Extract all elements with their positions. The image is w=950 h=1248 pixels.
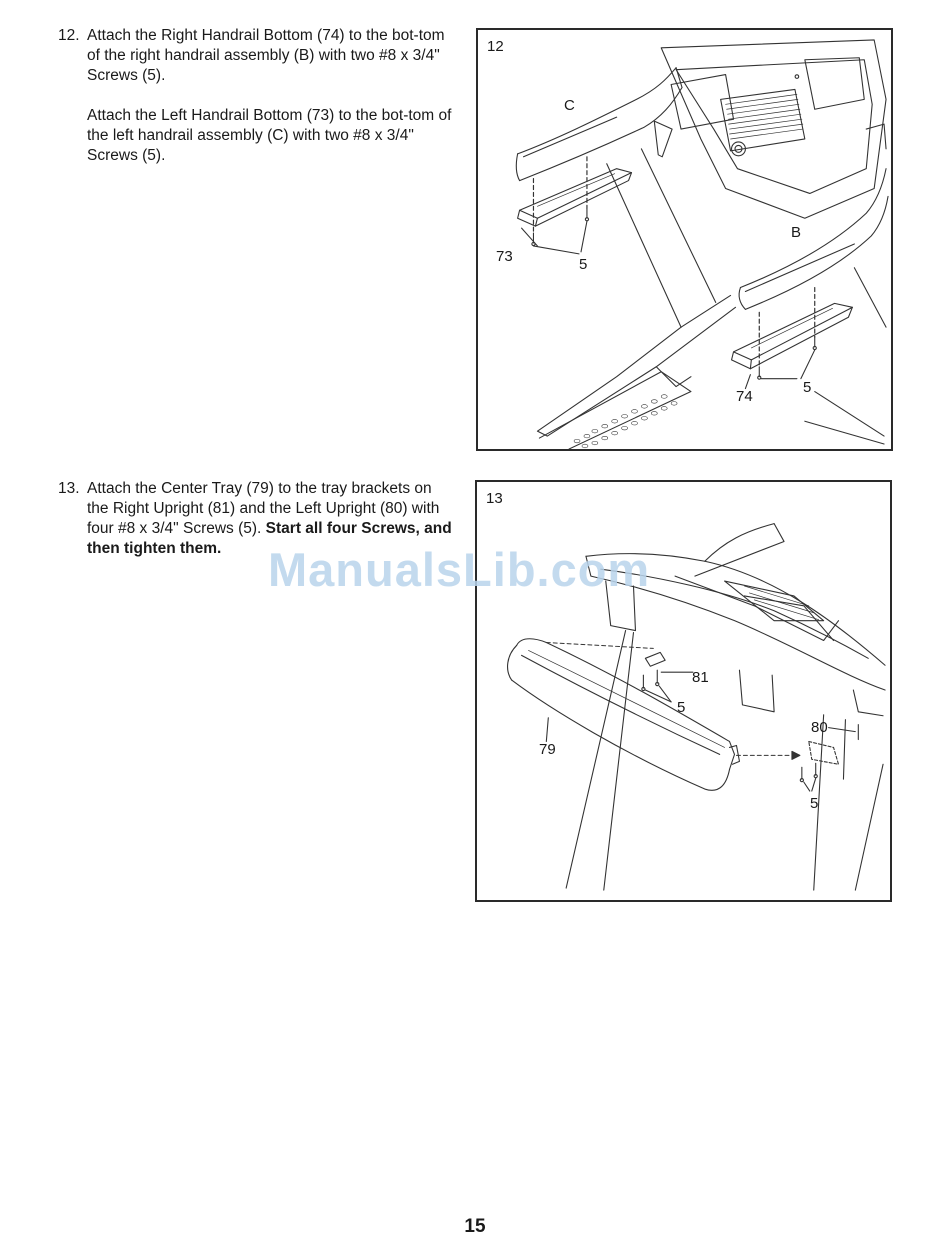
page-number: 15 [464, 1216, 486, 1237]
handrail-illustration [515, 39, 889, 449]
center-tray-illustration [507, 523, 886, 891]
figure-13: 13 81 5 80 79 5 [475, 480, 892, 902]
callout-81: 81 [692, 669, 709, 686]
callout-5: 5 [579, 256, 588, 273]
step-12: 12. Attach the Right Handrail Bottom (74… [58, 26, 453, 166]
figure-12: 12 C B 73 5 74 5 [476, 28, 893, 451]
step-12-paragraph-1: Attach the Right Handrail Bottom (74) to… [87, 27, 445, 84]
callout-73: 73 [496, 248, 513, 265]
figure-number: 13 [486, 490, 503, 507]
callout-5: 5 [810, 795, 819, 812]
step-13-paragraph: Attach the Center Tray (79) to the tray … [87, 479, 453, 559]
figure-number: 12 [487, 38, 504, 55]
callout-74: 74 [736, 388, 753, 405]
step-13: 13. Attach the Center Tray (79) to the t… [58, 479, 453, 559]
step-number: 12. [58, 27, 80, 44]
step-12-paragraph-2: Attach the Left Handrail Bottom (73) to … [87, 107, 452, 164]
callout-79: 79 [539, 741, 556, 758]
callout-b: B [791, 224, 802, 241]
step-13-bold-text: Start all four Screws, and then tighten … [87, 520, 452, 557]
watermark: ManualsLib.com [268, 543, 651, 596]
step-13-text: Attach the Center Tray (79) to the tray … [87, 480, 440, 537]
callout-5: 5 [677, 699, 686, 716]
callout-5: 5 [803, 379, 812, 396]
callout-c: C [564, 97, 575, 114]
callout-80: 80 [811, 719, 828, 736]
step-number: 13. [58, 480, 80, 497]
